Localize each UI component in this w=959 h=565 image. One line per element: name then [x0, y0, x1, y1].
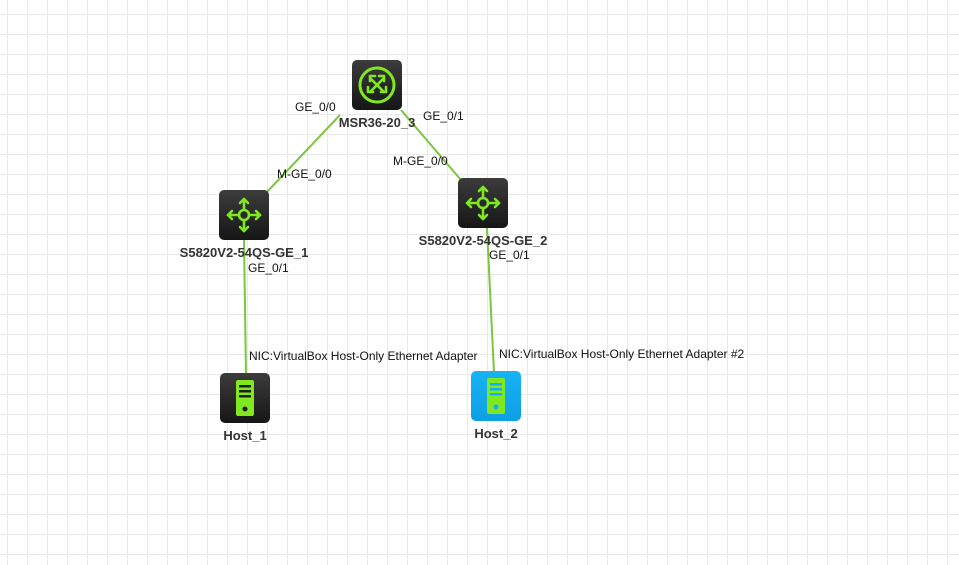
port-label-sw2-mge00: M-GE_0/0: [393, 154, 448, 168]
host-node-host-2[interactable]: [471, 371, 521, 421]
host-icon: [487, 378, 505, 414]
node-label-s5820v2-2: S5820V2-54QS-GE_2: [418, 233, 548, 248]
switch-icon: [226, 197, 262, 233]
host-node-host-1[interactable]: [220, 373, 270, 423]
link-sw1-host1[interactable]: [243, 239, 247, 376]
port-label-sw2-ge01: GE_0/1: [489, 248, 530, 262]
port-label-msr-ge00: GE_0/0: [295, 100, 336, 114]
port-label-sw1-mge00: M-GE_0/0: [277, 167, 332, 181]
switch-node-s5820v2-1[interactable]: [219, 190, 269, 240]
port-label-host2-nic: NIC:VirtualBox Host-Only Ethernet Adapte…: [499, 347, 745, 361]
switch-node-s5820v2-2[interactable]: [458, 178, 508, 228]
link-sw2-host2[interactable]: [486, 227, 495, 374]
node-label-msr36-20-3: MSR36-20_3: [338, 115, 416, 130]
port-label-host1-nic: NIC:VirtualBox Host-Only Ethernet Adapte…: [249, 349, 478, 363]
node-label-host-1: Host_1: [223, 428, 267, 443]
port-label-msr-ge01: GE_0/1: [423, 109, 464, 123]
node-label-host-2: Host_2: [474, 426, 518, 441]
host-icon: [236, 380, 254, 416]
router-icon: [358, 66, 396, 104]
link-msr-sw1[interactable]: [265, 114, 341, 194]
port-label-sw1-ge01: GE_0/1: [248, 261, 289, 275]
link-msr-sw2[interactable]: [400, 109, 462, 181]
node-label-s5820v2-1: S5820V2-54QS-GE_1: [179, 245, 309, 260]
switch-icon: [465, 185, 501, 221]
router-node-msr36-20-3[interactable]: [352, 60, 402, 110]
